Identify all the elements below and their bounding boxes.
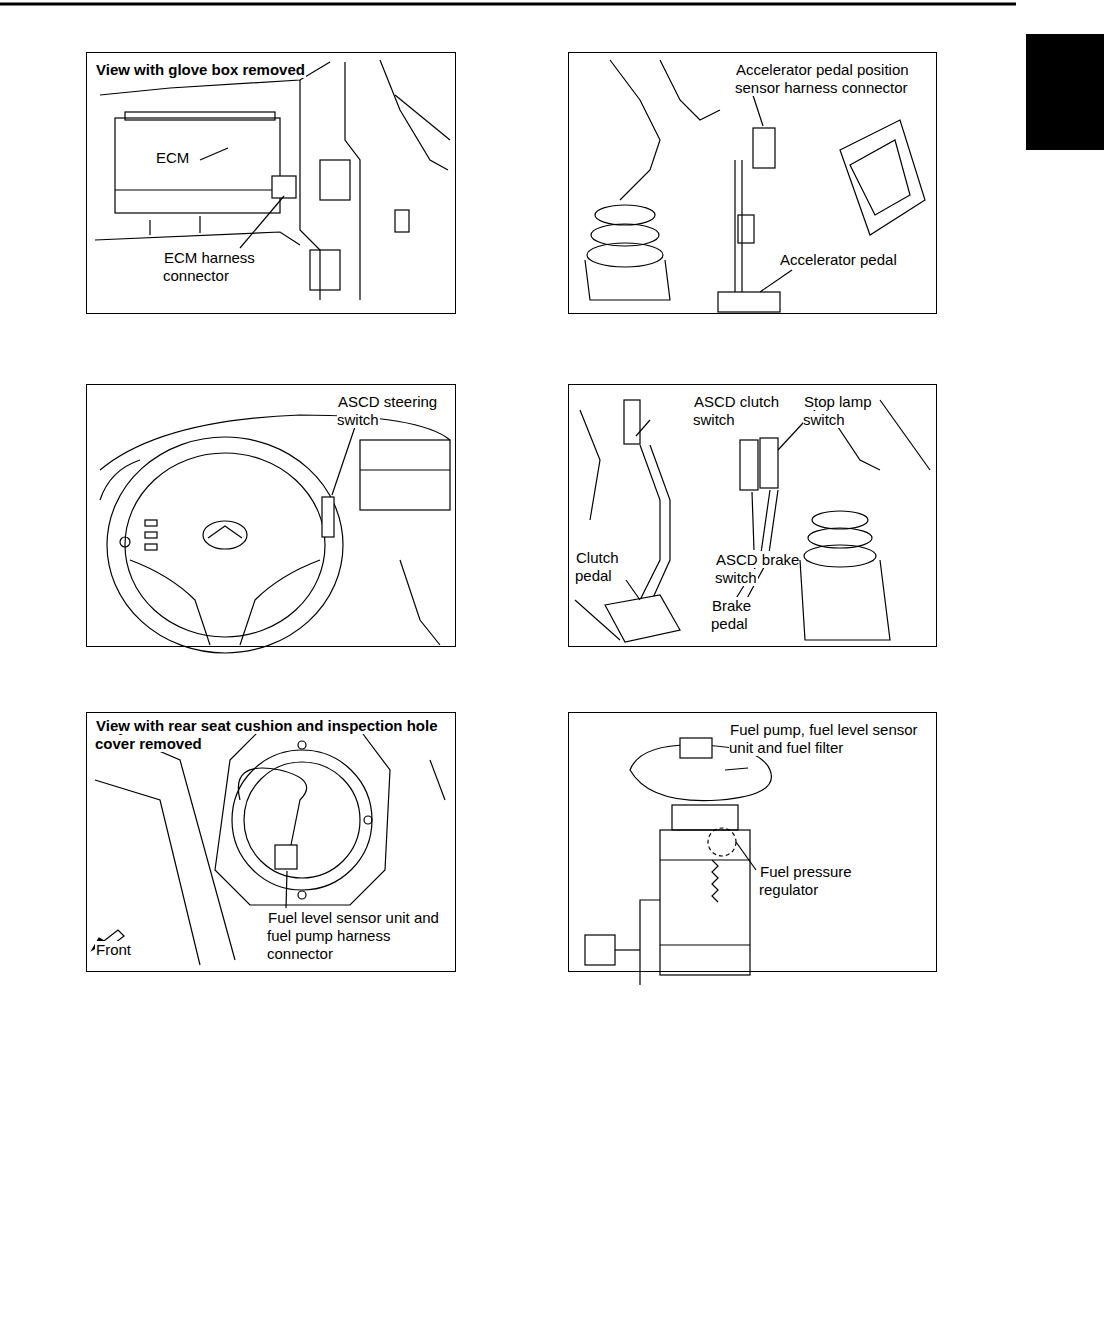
part-label: ASCD brake switch [715,551,799,586]
pedal-illustration [575,400,930,642]
part-label: ASCD clutch switch [693,393,779,428]
label-holder: ASCD clutch switch [693,393,793,429]
label-holder: ASCD steering switch [337,393,453,429]
view-heading: View with rear seat cushion and inspecti… [95,717,437,752]
label-holder: ECM harness connector [163,249,283,285]
part-label: Stop lamp switch [803,393,872,428]
part-label: Clutch pedal [575,549,619,584]
part-label: Front [95,941,132,958]
section-tab [1026,34,1104,150]
part-label: Fuel pressure regulator [759,863,852,898]
label-holder: ECM [155,149,215,167]
label-holder: Accelerator pedal [779,251,929,269]
part-label: Accelerator pedal [779,251,898,268]
label-holder: Fuel level sensor unit and fuel pump har… [267,909,451,963]
ecm-illustration [95,60,450,300]
label-holder: Fuel pressure regulator [759,863,879,899]
illustration-frame: View with glove box removedECM ECM harnes… [86,52,456,314]
illustration-frame: View with rear seat cushion and inspecti… [86,712,456,972]
top-rule [0,3,1016,6]
label-holder: Stop lamp switch [803,393,883,429]
part-label: ECM harness connector [163,249,255,284]
label-holder: Fuel pump, fuel level sensor unit and fu… [729,721,919,757]
label-holder: Clutch pedal [575,549,645,585]
illustration-frame: ASCD clutch switch Stop lamp switchClutch… [568,384,937,647]
part-label: Accelerator pedal position sensor harnes… [735,61,909,96]
fuel-tank-illustration [92,730,445,965]
part-label: Fuel pump, fuel level sensor unit and fu… [729,721,918,756]
part-label: ECM [155,149,190,166]
illustration-frame: Accelerator pedal position sensor harnes… [568,52,937,314]
part-label: Brake pedal [711,597,751,632]
illustration-frame: Fuel pump, fuel level sensor unit and fu… [568,712,937,972]
part-label: Fuel level sensor unit and fuel pump har… [267,909,439,962]
steering-illustration [100,412,450,653]
label-holder: Brake pedal [711,597,781,633]
label-holder: Accelerator pedal position sensor harnes… [735,61,931,97]
label-holder: View with rear seat cushion and inspecti… [95,717,445,753]
fuel-pump-illustration [585,738,771,985]
illustration-frame: ASCD steering switch [86,384,456,647]
view-heading: View with glove box removed [95,61,306,78]
label-holder: Front [95,941,155,959]
accelerator-illustration [585,60,925,312]
label-holder: View with glove box removed [95,61,425,79]
part-label: ASCD steering switch [337,393,437,428]
label-holder: ASCD brake switch [715,551,815,587]
